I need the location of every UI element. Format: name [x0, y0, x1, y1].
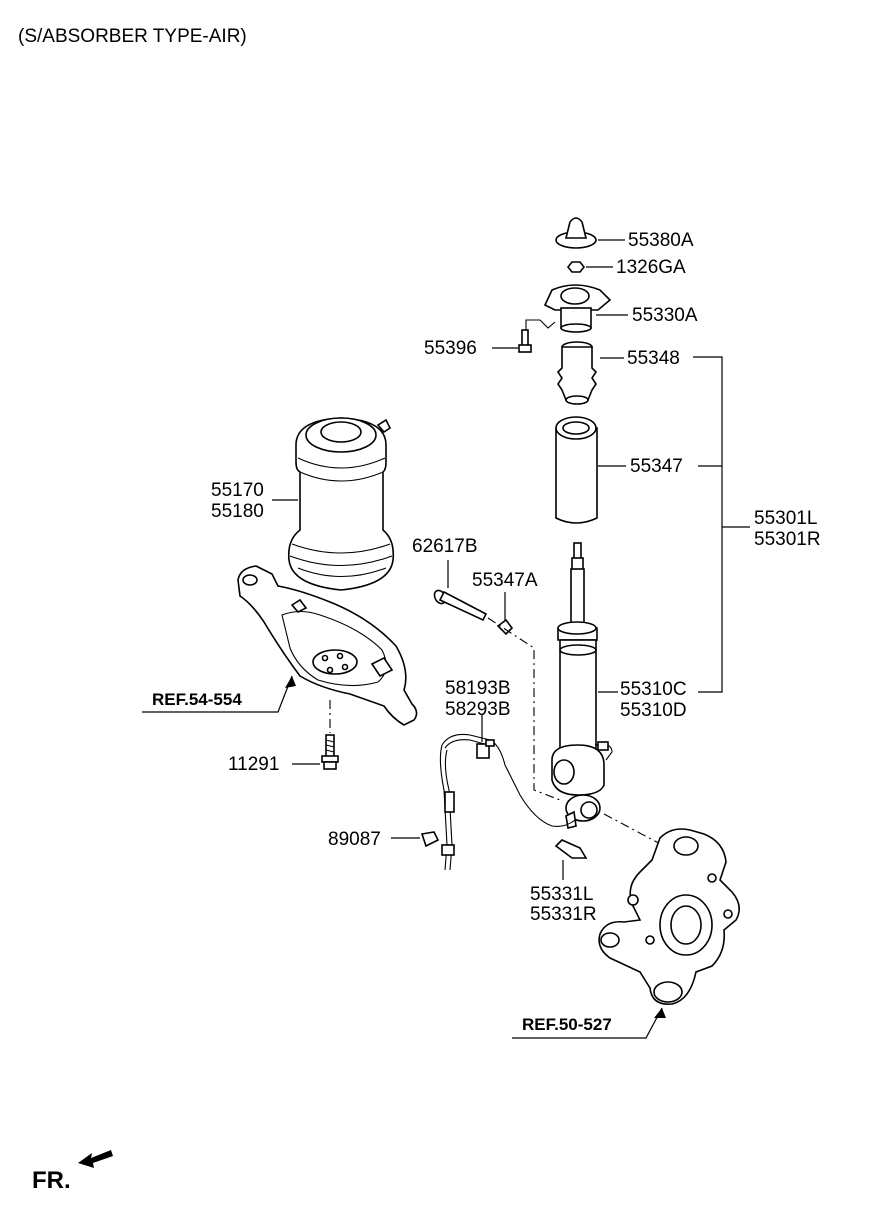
knuckle-part: [598, 828, 740, 1005]
label-1326ga: 1326GA: [616, 257, 686, 278]
long-bolt-part: [433, 589, 488, 622]
dust-cap-part: [555, 217, 597, 249]
ref-50-527: REF.50-527: [522, 1015, 612, 1034]
nut-part: [566, 261, 586, 273]
label-55347: 55347: [630, 456, 683, 477]
label-58193b: 58193B: [445, 678, 511, 699]
label-55301l: 55301L: [754, 508, 817, 529]
lower-arm-part: [237, 565, 418, 726]
clip-nut-part: [496, 618, 514, 636]
front-direction-arrow-icon: [78, 1150, 113, 1168]
upper-mount-part: [543, 284, 612, 333]
label-55310d: 55310D: [620, 700, 687, 721]
bump-stopper-part: [556, 341, 598, 405]
ref-54-554: REF.54-554: [152, 690, 242, 709]
label-55170: 55170: [211, 480, 264, 501]
label-55348: 55348: [627, 348, 680, 369]
mount-bolt-part: [518, 329, 532, 353]
label-55310c: 55310C: [620, 679, 687, 700]
label-55396: 55396: [424, 338, 477, 359]
label-89087: 89087: [328, 829, 381, 850]
label-55331l: 55331L: [530, 884, 593, 905]
dust-cover-part: [555, 416, 598, 524]
label-55380a: 55380A: [628, 230, 694, 251]
front-direction-label: FR.: [32, 1167, 71, 1194]
harness-clip-part: [420, 831, 440, 848]
label-55331r: 55331R: [530, 904, 597, 925]
label-62617b: 62617B: [412, 536, 478, 557]
label-55180: 55180: [211, 501, 264, 522]
label-55301r: 55301R: [754, 529, 821, 550]
label-58293b: 58293B: [445, 699, 511, 720]
label-11291: 11291: [228, 754, 279, 775]
sensor-harness-part: [439, 733, 576, 871]
label-55330a: 55330A: [632, 305, 698, 326]
diagram-title: (S/ABSORBER TYPE-AIR): [18, 26, 247, 47]
sensor-bracket-part: [554, 839, 588, 859]
label-55347a: 55347A: [472, 570, 538, 591]
arm-bolt-part: [321, 734, 339, 770]
air-spring-part: [287, 417, 395, 591]
shock-absorber-part: [551, 542, 613, 829]
